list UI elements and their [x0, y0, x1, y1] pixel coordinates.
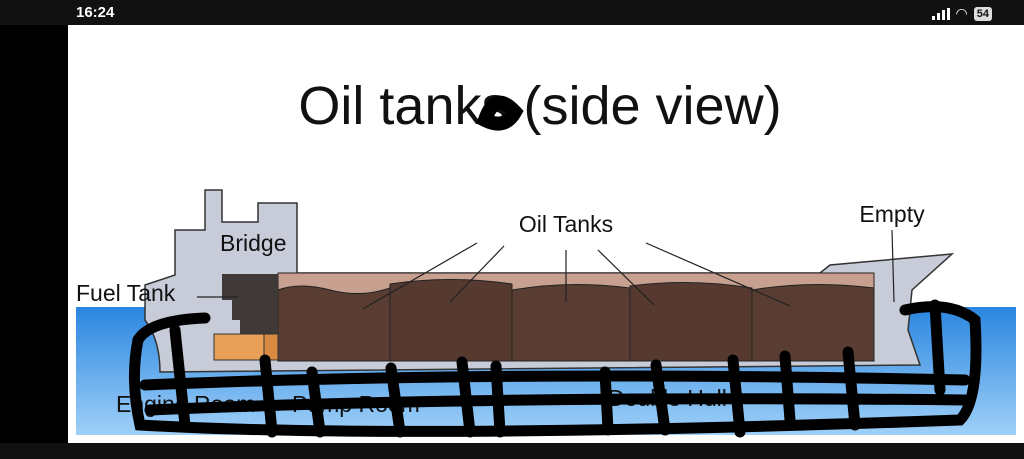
label-oil-tanks: Oil Tanks [519, 211, 613, 237]
signal-icon [931, 7, 950, 20]
pump-room [263, 333, 279, 361]
handwritten-scribble [128, 95, 982, 438]
wifi-icon: ◠ [955, 5, 968, 21]
oil-tank-1 [277, 285, 391, 362]
oil-tank-4 [629, 281, 753, 362]
label-empty: Empty [859, 201, 925, 227]
slide-title: Oil tanks (side view) [298, 76, 781, 136]
oil-tank-5 [751, 283, 875, 362]
oil-tank-3 [511, 283, 631, 362]
label-bridge: Bridge [220, 230, 286, 256]
status-bar: 16:24 ◠ 54 [0, 0, 1024, 25]
battery-icon: 54 [973, 6, 992, 21]
label-fuel-tank: Fuel Tank [76, 280, 176, 306]
engine-room [213, 333, 265, 361]
oil-tank-2 [389, 279, 513, 362]
clock: 16:24 [76, 4, 115, 21]
fuel-tank [222, 274, 278, 334]
